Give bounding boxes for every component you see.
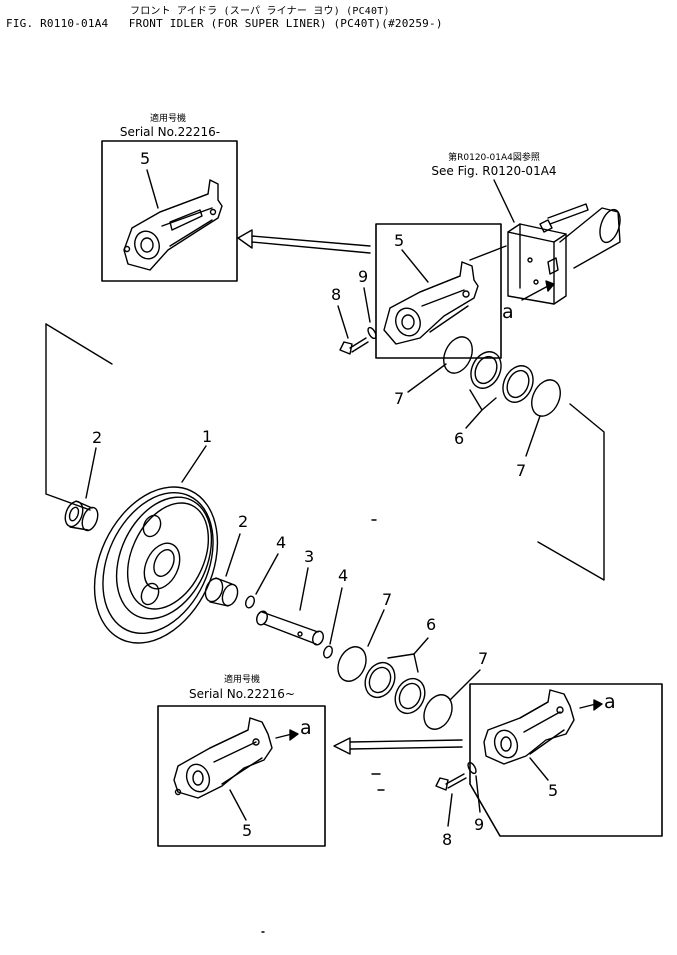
inset-bottom-left-frame: [157, 705, 326, 847]
label-8-bottom: 8: [442, 830, 452, 849]
header-japanese-title: フロント アイドラ (スーパ ライナー ヨウ) (PC40T): [130, 6, 390, 17]
yoke-main-top-frame: [375, 223, 502, 359]
label-9-bottom: 9: [474, 815, 484, 834]
label-2-right: 2: [238, 512, 248, 531]
label-a-top-right: a: [502, 301, 514, 323]
bushing-right: 2: [204, 512, 248, 607]
leader-line-left-top: [45, 323, 113, 365]
label-a-bottom-right: a: [604, 691, 616, 713]
label-5-bottom-left: 5: [242, 821, 252, 840]
bolt-and-washer-bottom: 8 9: [435, 761, 484, 849]
label-5-top-left: 5: [140, 149, 150, 168]
arrow-to-top-left-inset: [237, 229, 371, 254]
label-9-top: 9: [358, 267, 368, 286]
label-7-bottom-b: 7: [478, 649, 488, 668]
yoke-bottom-right-frame: [469, 683, 663, 837]
seal-rings-bottom: 7 6 7: [337, 590, 488, 730]
shaft-and-orings: 4 3 4: [245, 533, 348, 659]
label-4-left: 4: [276, 533, 286, 552]
header-figure-title: FIG. R0110-01A4 FRONT IDLER (FOR SUPER L…: [6, 17, 443, 30]
yoke-top-left: [123, 179, 223, 271]
leader-line-right: [537, 403, 605, 581]
label-1: 1: [202, 427, 212, 446]
yoke-main-top: 5: [375, 223, 507, 359]
label-3: 3: [304, 547, 314, 566]
label-2-left: 2: [92, 428, 102, 447]
label-4-right: 4: [338, 566, 348, 585]
inset-top-left-serial: Serial No.22216-: [120, 125, 220, 139]
arrow-to-bottom-left-inset: [333, 737, 463, 755]
inset-top-left-frame: [101, 140, 238, 282]
inset-bottom-left-serial: Serial No.22216~: [189, 687, 295, 701]
inset-bottom-left-jp-caption: 適用号機: [224, 673, 260, 685]
label-6-bottom: 6: [426, 615, 436, 634]
label-7-top-a: 7: [394, 389, 404, 408]
reference-callout-top-right: 第R0120-01A4図参照 See Fig. R0120-01A4 a: [431, 151, 621, 323]
inset-top-left-jp-caption: 適用号機: [150, 112, 186, 124]
label-8-top: 8: [331, 285, 341, 304]
bushing-left: 2: [64, 428, 102, 532]
idler-wheel: 1: [93, 427, 219, 644]
bolt-and-washer-top: 8 9: [331, 267, 377, 355]
yoke-bottom-right: 5 a: [469, 683, 663, 837]
label-5-bottom-right: 5: [548, 781, 558, 800]
arrow-a-top-right: [521, 285, 549, 301]
label-5-top: 5: [394, 231, 404, 250]
leader-line-left: [45, 323, 91, 511]
adjuster-bracket-assembly: [507, 203, 621, 305]
reference-jp-caption: 第R0120-01A4図参照: [448, 151, 540, 163]
label-6-top: 6: [454, 429, 464, 448]
label-7-bottom-a: 7: [382, 590, 392, 609]
reference-see-fig: See Fig. R0120-01A4: [431, 164, 556, 178]
label-7-top-b: 7: [516, 461, 526, 480]
inset-top-left: 適用号機 Serial No.22216- 5: [101, 112, 371, 282]
label-a-bottom-left: a: [300, 717, 312, 739]
seal-rings-top: 7 6 7: [394, 336, 561, 480]
inset-bottom-left: 適用号機 Serial No.22216~ a 5: [157, 673, 326, 847]
